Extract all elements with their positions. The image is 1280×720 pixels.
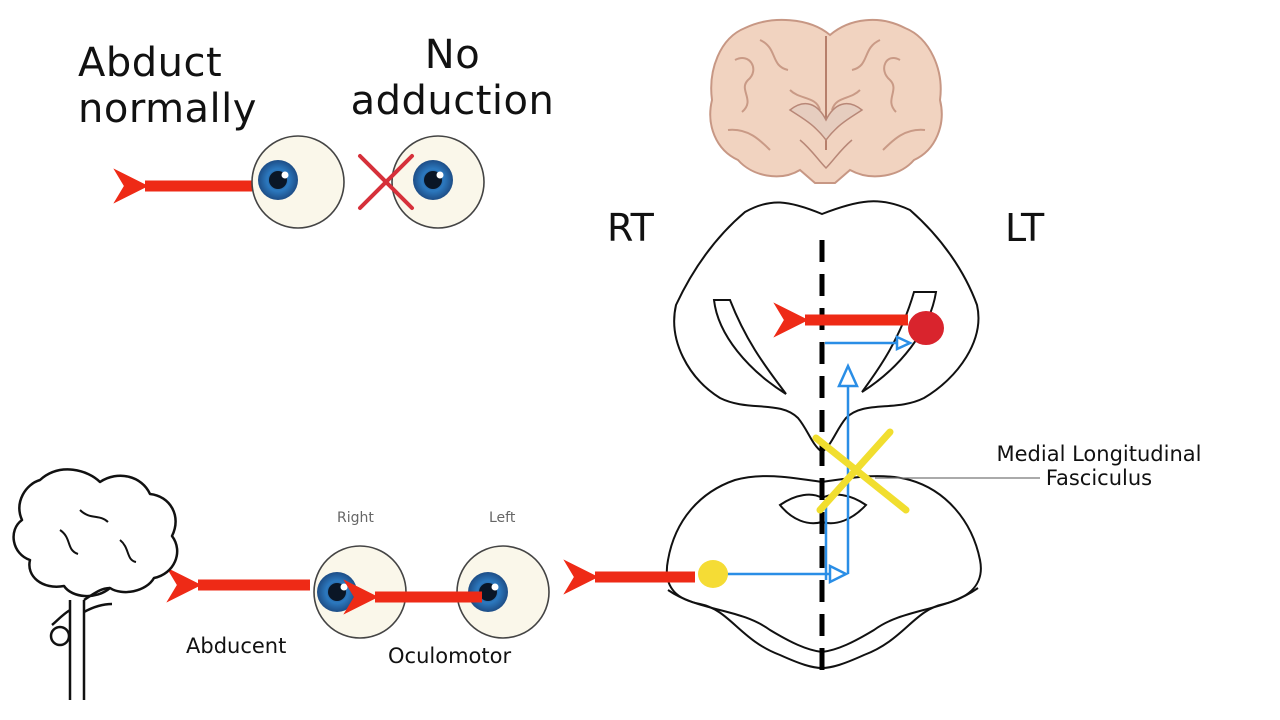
no-adduction-label: No adduction bbox=[345, 32, 560, 124]
mlf-label-line1: Medial Longitudinal bbox=[996, 442, 1202, 466]
no-adduction-line2: adduction bbox=[350, 78, 555, 124]
abduct-label: Abduct normally bbox=[78, 40, 257, 132]
mlf-label-line2: Fasciculus bbox=[1045, 466, 1153, 490]
mlf-label: Medial Longitudinal Fasciculus bbox=[968, 442, 1230, 490]
eyeball-icon bbox=[251, 135, 345, 229]
abducens-nucleus-marker bbox=[908, 311, 944, 345]
eyeball-icon bbox=[456, 545, 550, 639]
rt-label: RT bbox=[607, 206, 654, 250]
oculomotor-nucleus-marker bbox=[698, 560, 728, 588]
eyeball-icon bbox=[391, 135, 485, 229]
oculomotor-label: Oculomotor bbox=[388, 644, 512, 668]
abducent-label: Abducent bbox=[186, 634, 287, 658]
brain-coronal-icon bbox=[709, 18, 943, 184]
abduct-label-line2: normally bbox=[78, 86, 257, 132]
no-adduction-x bbox=[358, 154, 414, 210]
tree-icon bbox=[12, 468, 179, 700]
right-eye-label: Right bbox=[337, 510, 374, 526]
abduct-label-line1: Abduct bbox=[78, 40, 223, 86]
left-eye-label: Left bbox=[489, 510, 516, 526]
mlf-lesion-x bbox=[812, 428, 910, 514]
lt-label: LT bbox=[1005, 206, 1045, 250]
no-adduction-line1: No bbox=[424, 32, 481, 78]
brainstem-diagram bbox=[665, 200, 982, 670]
